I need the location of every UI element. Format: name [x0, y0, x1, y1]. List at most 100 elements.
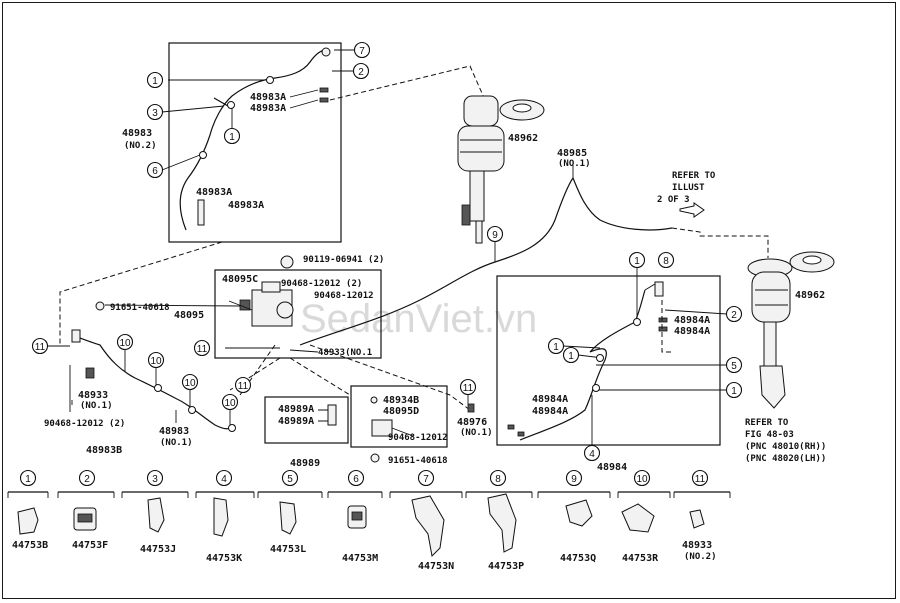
legend-num-10: 10: [633, 469, 651, 487]
callout-1-r1: 1: [628, 251, 646, 269]
svg-text:1: 1: [229, 132, 235, 143]
label-48989A-1: 48989A: [278, 404, 314, 415]
clip-l-2: [188, 406, 196, 414]
label-48983A-3: 48983A: [196, 187, 232, 198]
label-91651-a: 91651-40618: [110, 303, 170, 313]
callout-5: 5: [725, 356, 743, 374]
leader-90468-left: [69, 365, 73, 412]
legend-num-5: 5: [281, 469, 299, 487]
svg-text:2: 2: [84, 474, 90, 485]
clip-r-8: [654, 281, 664, 297]
bracket-48989A: [327, 404, 337, 426]
label-48933-no1-box: 48933(NO.1: [318, 348, 372, 358]
svg-text:7: 7: [423, 474, 429, 485]
label-refer-fig-4: (PNC 48020(LH)): [745, 454, 826, 464]
label-48985-a: 48985: [557, 148, 587, 159]
hose-48985-no1: [299, 176, 673, 346]
leader-48933-box: [289, 349, 319, 353]
legend-clip-44753K: [213, 497, 229, 537]
clip-r-1: [633, 318, 641, 326]
legend-clip-44753N: [411, 495, 445, 558]
svg-text:7: 7: [359, 46, 365, 57]
label-48983A-2: 48983A: [250, 103, 286, 114]
legend-num-1: 1: [19, 469, 37, 487]
label-48933-no1-b: (NO.1): [80, 401, 113, 411]
callout-11-box: 11: [193, 339, 211, 357]
label-48095D: 48095D: [383, 406, 419, 417]
bracket-48983A-2: [319, 97, 329, 103]
clip-node-2: [227, 101, 235, 109]
legend-part-44753N: 44753N: [418, 561, 454, 572]
label-48983-no2-a: 48983: [122, 128, 152, 139]
svg-text:6: 6: [353, 474, 359, 485]
clip-node-1: [266, 76, 274, 84]
label-90119: 90119-06941 (2): [303, 255, 384, 265]
leader-c6: [161, 154, 201, 171]
hose-stub: [213, 97, 229, 107]
callout-10-a: 10: [116, 333, 134, 351]
label-48983-no1-b: (NO.1): [160, 438, 193, 448]
callout-7: 7: [353, 41, 371, 59]
bracket-48984A-1: [658, 317, 668, 323]
callout-10-d: 10: [221, 393, 239, 411]
callout-10-b: 10: [147, 351, 165, 369]
bolt-91651-b: [370, 453, 380, 463]
bracket-48984A-2: [658, 326, 668, 332]
leader-c1-r2: [562, 345, 601, 349]
svg-text:3: 3: [152, 474, 158, 485]
legend-clip-44753F: [73, 507, 97, 531]
leader-48095: [228, 300, 253, 311]
svg-text:8: 8: [663, 256, 669, 267]
svg-text:1: 1: [568, 351, 574, 362]
box-hose-48984: [496, 275, 721, 446]
legend-num-2: 2: [78, 469, 96, 487]
label-48983B: 48983B: [86, 445, 122, 456]
legend-part-44753Q: 44753Q: [560, 553, 596, 564]
clip-l-1: [154, 384, 162, 392]
svg-text:1: 1: [553, 342, 559, 353]
svg-text:11: 11: [35, 342, 46, 353]
legend-part-44753J: 44753J: [140, 544, 176, 555]
label-48985-b: (NO.1): [558, 159, 591, 169]
callout-1-r3: 1: [562, 346, 580, 364]
bolt-91651-a: [95, 301, 105, 311]
shock-absorber-rear: [747, 258, 793, 409]
label-48976-a: 48976: [457, 417, 487, 428]
clip-l-3: [228, 424, 236, 432]
label-48976-b: (NO.1): [460, 428, 493, 438]
svg-text:10: 10: [636, 474, 648, 485]
callout-1-b: 1: [223, 127, 241, 145]
callout-1-r2: 1: [547, 337, 565, 355]
svg-text:1: 1: [152, 76, 158, 87]
legend-clip-44753P: [487, 493, 517, 553]
legend-part-48933: 48933: [682, 540, 712, 551]
svg-text:3: 3: [152, 108, 158, 119]
mount-48962-right: [789, 251, 835, 273]
label-48983A-4: 48983A: [228, 200, 264, 211]
callout-6: 6: [146, 161, 164, 179]
legend-bracket-ticks: [7, 492, 731, 498]
legend-part-48933-no2: (NO.2): [684, 552, 717, 562]
box-48934B: [350, 385, 448, 448]
callout-2-a: 2: [352, 62, 370, 80]
dashed-to-shock: [329, 65, 486, 101]
clip-r-3: [592, 384, 600, 392]
legend-num-11: 11: [691, 469, 709, 487]
svg-text:11: 11: [463, 383, 474, 394]
clip-top: [321, 47, 331, 57]
svg-text:1: 1: [634, 256, 640, 267]
svg-text:2: 2: [358, 67, 364, 78]
bracket-48933-no1: [85, 367, 95, 379]
arrow-refer-illust: [679, 202, 705, 218]
label-48983-no2-b: (NO.2): [124, 141, 157, 151]
label-48962-right: 48962: [795, 290, 825, 301]
callout-11-48976: 11: [459, 378, 477, 396]
dashed-to-rear-shock: [671, 227, 769, 258]
label-48984A-2: 48984A: [674, 326, 710, 337]
svg-text:8: 8: [495, 474, 501, 485]
svg-text:9: 9: [571, 474, 577, 485]
bracket-48984A-3: [507, 424, 515, 430]
legend-num-7: 7: [417, 469, 435, 487]
